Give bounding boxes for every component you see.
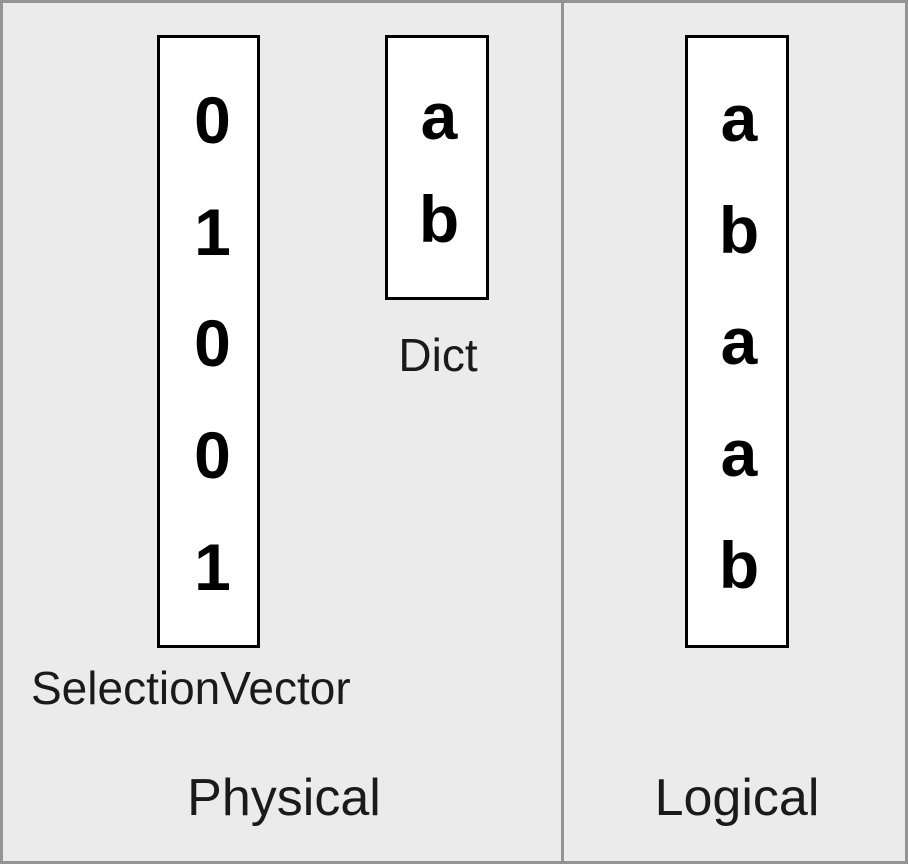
logical-cell-4: b xyxy=(718,528,760,603)
logical-cell-2: a xyxy=(720,304,758,379)
selection-vector-box: 0 1 0 0 1 xyxy=(157,35,260,648)
selection-vector-cell-1: 1 xyxy=(194,194,231,269)
logical-cell-1: b xyxy=(718,192,760,267)
selection-vector-cell-0: 0 xyxy=(194,82,231,157)
logical-array-box: a b a a b xyxy=(685,35,789,648)
selection-vector-cell-3: 0 xyxy=(194,418,231,493)
panel-divider xyxy=(561,3,564,861)
dict-cell-1: b xyxy=(418,182,460,257)
selection-vector-label: SelectionVector xyxy=(31,662,351,714)
dict-cell-0: a xyxy=(420,78,458,153)
selection-vector-cell-2: 0 xyxy=(194,306,231,381)
logical-cell-0: a xyxy=(720,80,758,155)
panel-physical: 0 1 0 0 1 a b Dict SelectionVector Physi… xyxy=(3,3,561,861)
panel-logical-label: Logical xyxy=(654,769,820,827)
panel-physical-label: Physical xyxy=(187,769,381,827)
dict-box: a b xyxy=(385,35,489,300)
selection-vector-cell-4: 1 xyxy=(194,530,231,605)
dict-label: Dict xyxy=(398,329,478,381)
logical-cell-3: a xyxy=(720,416,758,491)
